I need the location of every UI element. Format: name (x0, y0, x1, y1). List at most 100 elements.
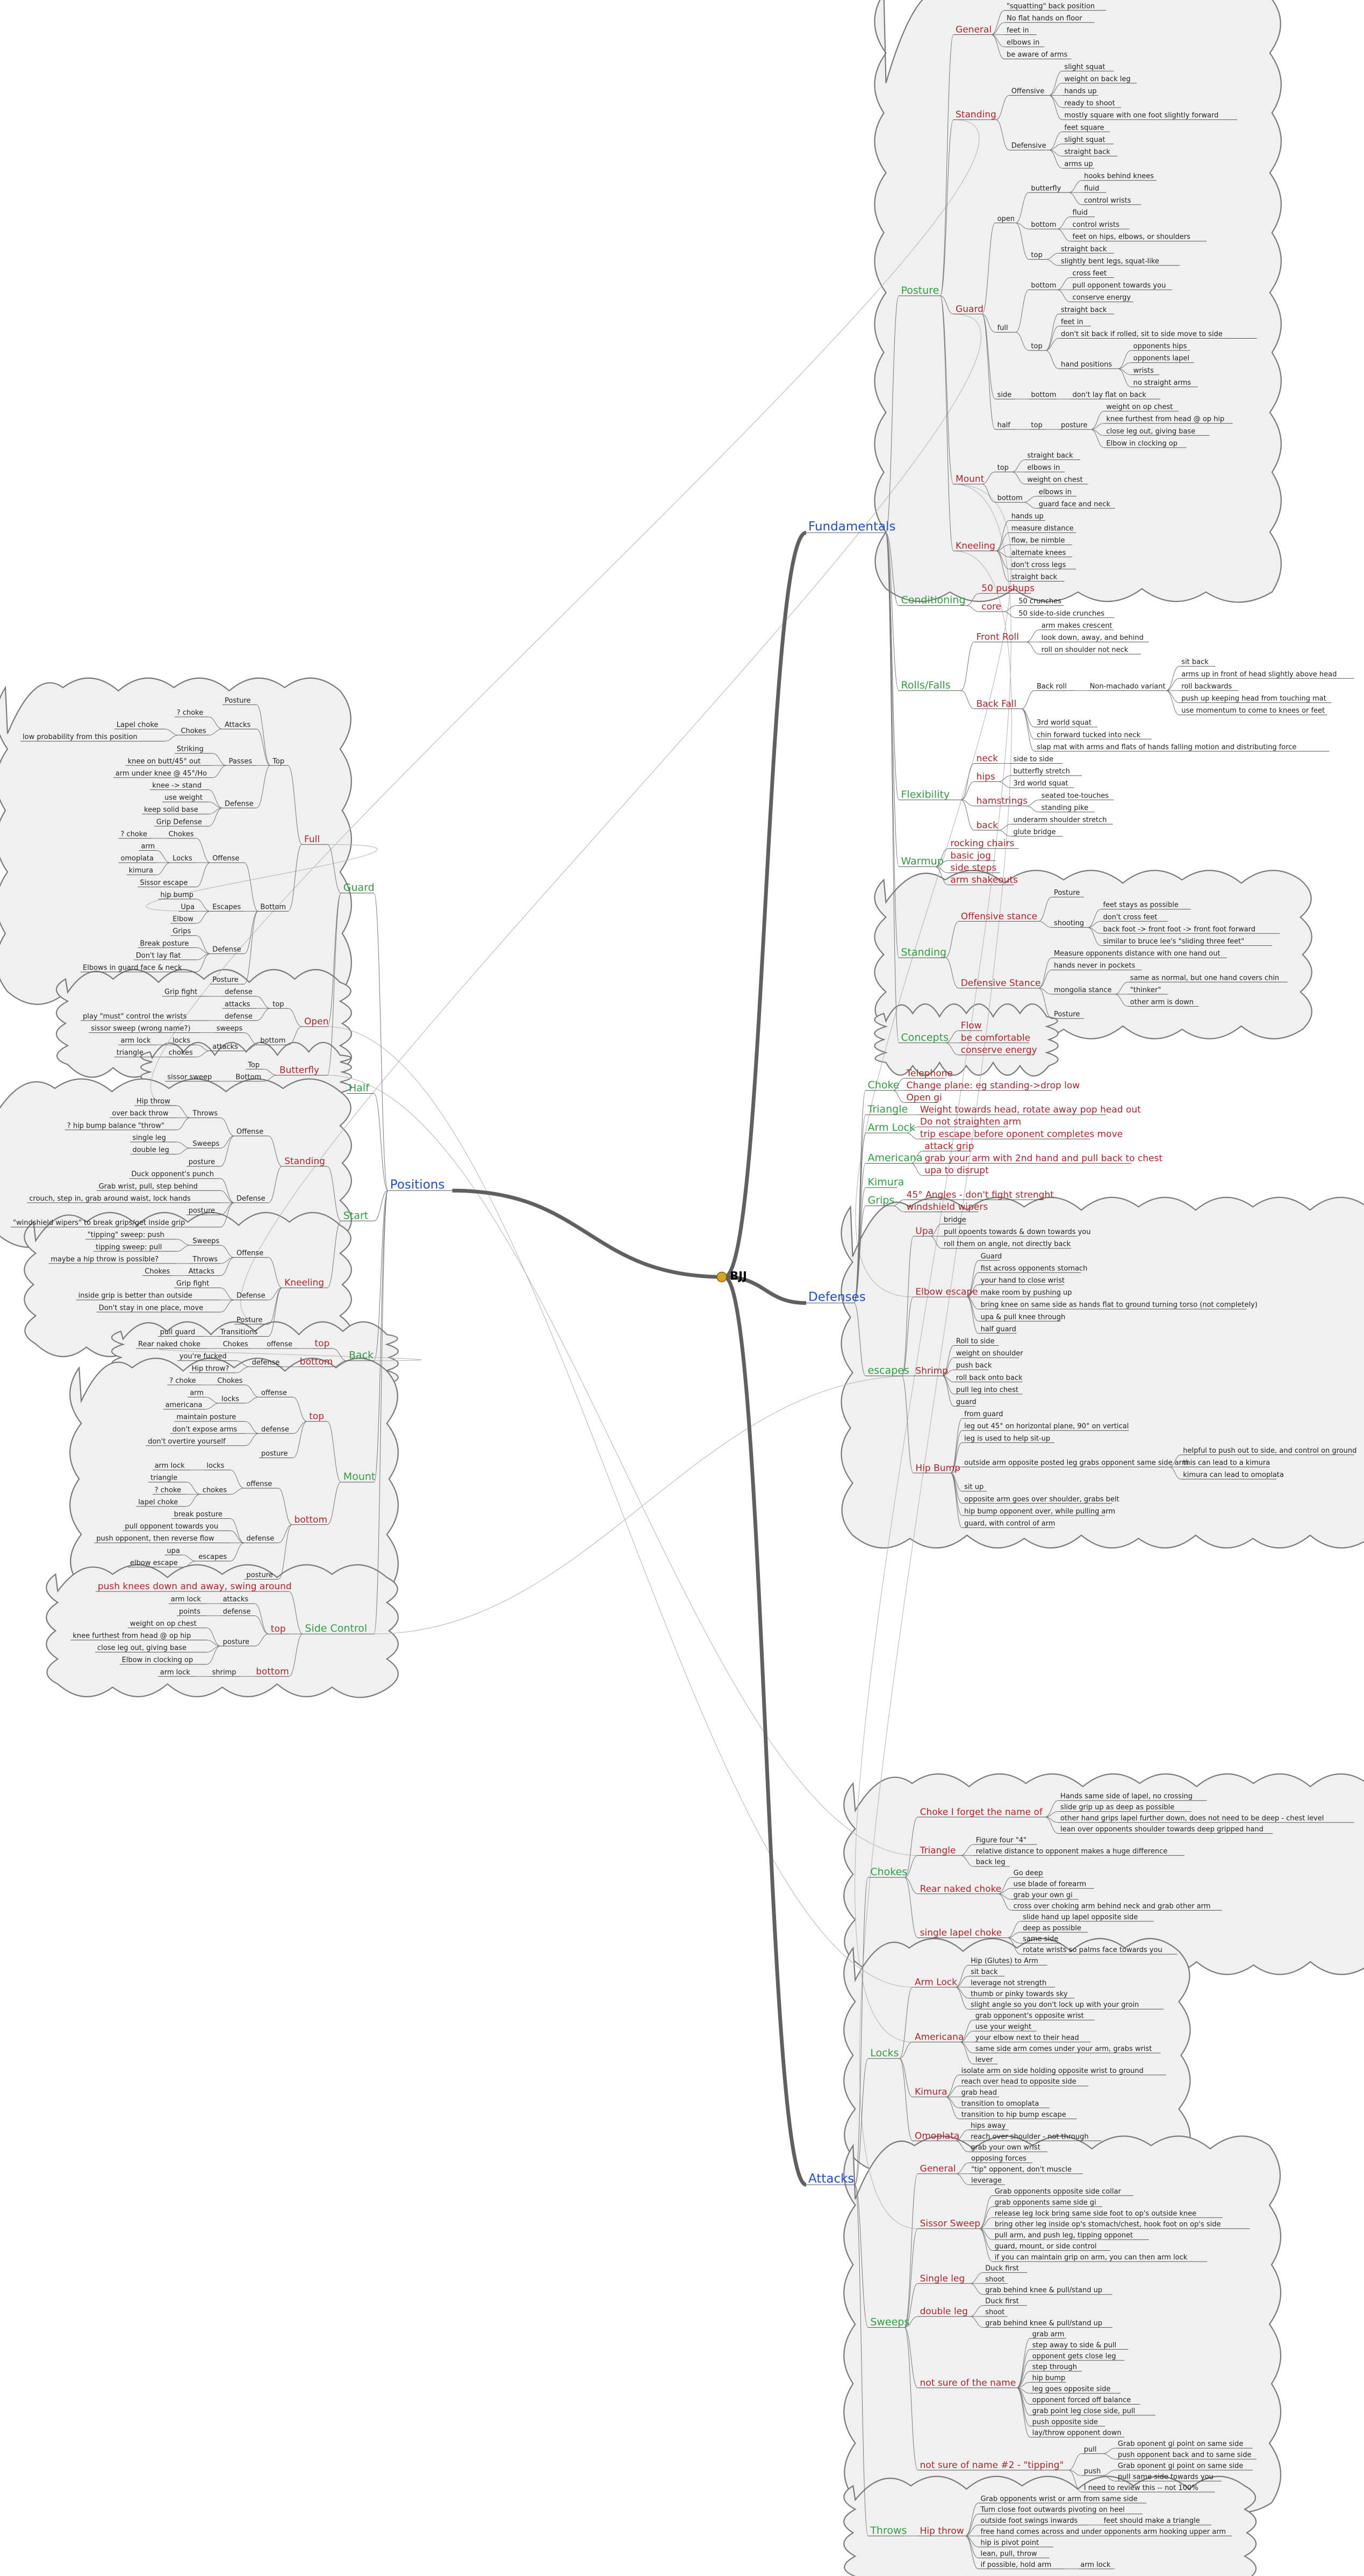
leaf-elbows-in-guard-face-neck[interactable]: Elbows in guard face & neck (83, 964, 182, 972)
leaf-50-crunches[interactable]: 50 crunches (1018, 598, 1061, 606)
leaf-grip-fight[interactable]: Grip fight (164, 988, 197, 996)
leaf-break-posture[interactable]: Break posture (140, 939, 189, 948)
leaf-use-weight[interactable]: use weight (164, 794, 203, 802)
leaf-maybe-a-hip-throw-is-possible[interactable]: maybe a hip throw is possible? (51, 1255, 159, 1264)
topic-general[interactable]: General (920, 2164, 956, 2175)
leaf-open[interactable]: open (997, 215, 1015, 223)
leaf-grab-head[interactable]: grab head (961, 2089, 997, 2097)
leaf-elbow-in-clocking-op[interactable]: Elbow in clocking op (1106, 440, 1178, 448)
leaf-arm-lock[interactable]: arm lock (155, 1462, 185, 1470)
leaf-arm[interactable]: arm (141, 843, 155, 851)
topic-push-knees-down-and-away-swing-around[interactable]: push knees down and away, swing around (98, 1581, 292, 1592)
topic-open-gi[interactable]: Open gi (907, 1093, 942, 1103)
leaf-leg-is-used-to-help-sit-up[interactable]: leg is used to help sit-up (964, 1434, 1050, 1443)
leaf-hip-bump[interactable]: hip bump (160, 891, 193, 899)
leaf-butterfly[interactable]: butterfly (1031, 184, 1061, 192)
leaf-from-guard[interactable]: from guard (964, 1410, 1003, 1418)
leaf-lapel-choke[interactable]: lapel choke (138, 1498, 178, 1506)
leaf-top[interactable]: top (997, 464, 1009, 472)
leaf-cross-over-choking-arm-behind-neck-and-g[interactable]: cross over choking arm behind neck and g… (1014, 1902, 1211, 1910)
leaf-thinker[interactable]: "thinker" (1130, 986, 1161, 994)
leaf-lay-throw-opponent-down[interactable]: lay/throw opponent down (1032, 2429, 1122, 2437)
leaf-throws[interactable]: Throws (192, 1255, 218, 1264)
leaf-figure-four-4[interactable]: Figure four "4" (976, 1836, 1026, 1845)
leaf-feet-in[interactable]: feet in (1007, 27, 1029, 35)
leaf-play-must-control-the-wrists[interactable]: play "must" control the wrists (83, 1013, 187, 1021)
leaf-roll-them-on-angle-not-directly-back[interactable]: roll them on angle, not directly back (944, 1240, 1071, 1248)
leaf-pull-leg-into-chest[interactable]: pull leg into chest (956, 1386, 1018, 1394)
leaf-measure-opponents-distance-with-one-hand[interactable]: Measure opponents distance with one hand… (1054, 950, 1221, 958)
leaf-transitions[interactable]: Transitions (220, 1329, 258, 1337)
leaf-attacks[interactable]: attacks (223, 1596, 249, 1604)
leaf-striking[interactable]: Striking (177, 745, 204, 754)
leaf-arm-under-knee-45-ho[interactable]: arm under knee @ 45°/Ho (116, 770, 207, 778)
topic-arm-shakeouts[interactable]: arm shakeouts (950, 875, 1018, 886)
leaf-defensive[interactable]: Defensive (1011, 142, 1046, 150)
leaf-reach-over-shoulder-not-through[interactable]: reach over shoulder - not through (971, 2133, 1089, 2141)
leaf-sissor-sweep-wrong-name[interactable]: sissor sweep (wrong name?) (91, 1025, 190, 1033)
leaf-turn-close-foot-outwards-pivoting-on-hee[interactable]: Turn close foot outwards pivoting on hee… (980, 2506, 1124, 2514)
leaf-straight-back[interactable]: straight back (1027, 452, 1073, 460)
topic-back[interactable]: back (977, 820, 999, 831)
leaf-if-possible-hold-arm[interactable]: if possible, hold arm (980, 2561, 1051, 2569)
leaf-weight-on-op-chest[interactable]: weight on op chest (130, 1620, 197, 1628)
leaf-defense[interactable]: defense (225, 988, 253, 996)
leaf-offensive[interactable]: Offensive (1011, 88, 1045, 96)
leaf-triangle[interactable]: triangle (117, 1049, 143, 1057)
leaf-straight-back[interactable]: straight back (1064, 148, 1110, 156)
leaf-attacks[interactable]: attacks (212, 1043, 238, 1051)
leaf-pull-opponent-towards-you[interactable]: pull opponent towards you (125, 1523, 218, 1531)
leaf-hip-throw[interactable]: Hip throw (137, 1097, 170, 1106)
leaf-roll-backwards[interactable]: roll backwards (1181, 683, 1232, 691)
leaf-grab-opponents-opposite-side-collar[interactable]: Grab opponents opposite side collar (995, 2187, 1122, 2195)
topic-side-steps[interactable]: side steps (950, 863, 996, 873)
branch-posture[interactable]: Posture (901, 284, 939, 296)
topic-top[interactable]: top (309, 1411, 324, 1422)
leaf-locks[interactable]: locks (221, 1395, 239, 1403)
leaf-hip-is-pivot-point[interactable]: hip is pivot point (980, 2539, 1039, 2547)
leaf-choke[interactable]: ? choke (155, 1486, 181, 1494)
topic-mount[interactable]: Mount (956, 474, 985, 485)
leaf-grab-opponents-wrist-or-arm-from-same-si[interactable]: Grab opponents wrist or arm from same si… (980, 2495, 1137, 2503)
leaf-locks[interactable]: Locks (173, 855, 192, 863)
leaf-keep-solid-base[interactable]: keep solid base (144, 806, 198, 814)
leaf-posture[interactable]: Posture (1054, 1010, 1080, 1018)
branch-arm-lock[interactable]: Arm Lock (868, 1122, 915, 1133)
leaf-slap-mat-with-arms-and-flats-of-hands-fa[interactable]: slap mat with arms and flats of hands fa… (1037, 743, 1296, 751)
leaf-control-wrists[interactable]: control wrists (1084, 197, 1131, 205)
leaf-transition-to-omoplata[interactable]: transition to omoplata (961, 2100, 1039, 2108)
topic-arm-lock[interactable]: Arm Lock (915, 1977, 957, 1987)
leaf-maintain-posture[interactable]: maintain posture (176, 1413, 236, 1422)
leaf-pull[interactable]: pull (1084, 2445, 1097, 2453)
topic-flow[interactable]: Flow (961, 1021, 982, 1031)
leaf-hip-bump-opponent-over-while-pulling-arm[interactable]: hip bump opponent over, while pulling ar… (964, 1508, 1115, 1516)
topic-single-leg[interactable]: Single leg (920, 2273, 965, 2284)
leaf-3rd-world-squat[interactable]: 3rd world squat (1037, 719, 1092, 727)
leaf-top[interactable]: top (1031, 342, 1042, 350)
leaf-grab-oponent-gi-point-on-same-side[interactable]: Grab oponent gi point on same side (1118, 2462, 1243, 2470)
leaf-cross-feet[interactable]: cross feet (1073, 270, 1107, 278)
topic-core[interactable]: core (981, 601, 1001, 612)
leaf-same-side-arm-comes-under-your-arm-grabs[interactable]: same side arm comes under your arm, grab… (975, 2045, 1152, 2053)
leaf-shoot[interactable]: shoot (985, 2308, 1004, 2316)
topic-top[interactable]: top (314, 1338, 329, 1349)
leaf-bottom[interactable]: bottom (1031, 391, 1056, 399)
leaf-posture[interactable]: Posture (1054, 889, 1080, 897)
leaf-bottom[interactable]: bottom (1031, 221, 1056, 229)
leaf-weight-on-back-leg[interactable]: weight on back leg (1064, 75, 1130, 83)
leaf-underarm-shoulder-stretch[interactable]: underarm shoulder stretch (1013, 816, 1107, 824)
leaf-guard[interactable]: guard (956, 1398, 977, 1407)
leaf-fist-across-opponents-stomach[interactable]: fist across opponents stomach (981, 1265, 1088, 1273)
leaf-elbow[interactable]: Elbow (173, 915, 193, 923)
leaf-over-back-throw[interactable]: over back throw (112, 1110, 168, 1118)
leaf-top[interactable]: top (1031, 421, 1042, 429)
topic-do-not-straighten-arm[interactable]: Do not straighten arm (920, 1117, 1021, 1128)
topic-single-lapel-choke[interactable]: single lapel choke (920, 1927, 1002, 1938)
leaf-bottom[interactable]: bottom (260, 1037, 285, 1045)
leaf-grab-wrist-pull-step-behind[interactable]: Grab wrist, pull, step behind (99, 1182, 198, 1190)
leaf-same-side[interactable]: same side (1023, 1935, 1058, 1943)
topic-elbow-escape[interactable]: Elbow escape (915, 1287, 978, 1297)
leaf-feet-stays-as-possible[interactable]: feet stays as possible (1103, 901, 1178, 909)
topic-be-comfortable[interactable]: be comfortable (961, 1032, 1030, 1043)
leaf-deep-as-possible[interactable]: deep as possible (1023, 1924, 1081, 1932)
